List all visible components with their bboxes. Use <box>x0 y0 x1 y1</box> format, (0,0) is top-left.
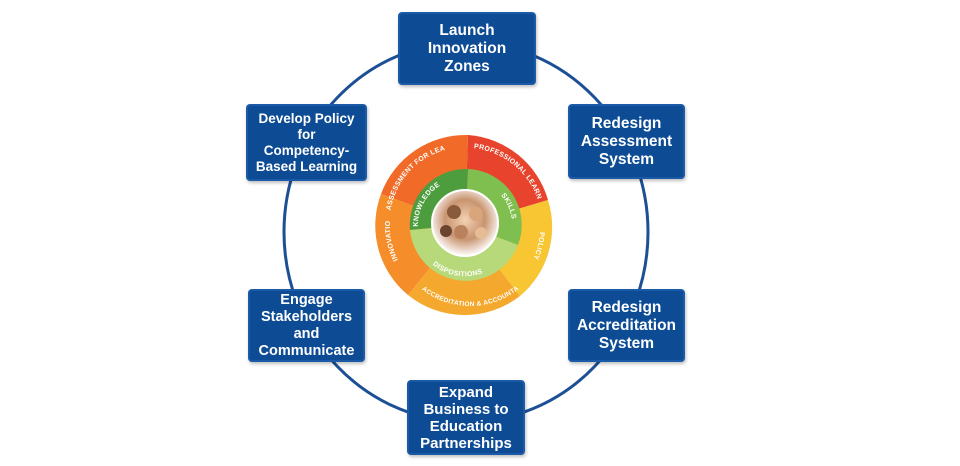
node-text-line: Launch <box>439 21 495 39</box>
node-launch-innovation-zones: Launch Innovation Zones <box>398 12 536 85</box>
node-text-line: Redesign <box>591 114 662 132</box>
node-text-line: Expand <box>438 383 494 401</box>
node-text-line: Assessment <box>580 132 673 150</box>
node-text-line: Redesign <box>591 298 662 316</box>
node-text-line: Competency- <box>263 142 350 158</box>
node-text-line: Accreditation <box>576 316 677 334</box>
node-text-line: System <box>598 150 655 168</box>
node-text-line: Zones <box>444 57 490 75</box>
node-text-line: System <box>598 334 655 352</box>
node-text-line: and <box>293 325 320 342</box>
node-text-line: for <box>297 126 316 142</box>
child-face-2 <box>469 207 483 221</box>
node-engage-stakeholders: Engage Stakeholders and Communicate <box>248 289 365 362</box>
node-develop-policy: Develop Policy for Competency- Based Lea… <box>246 104 367 181</box>
node-redesign-assessment-system: Redesign Assessment System <box>568 104 685 179</box>
node-expand-business-partnerships: Expand Business to Education Partnership… <box>407 380 525 455</box>
node-redesign-accreditation-system: Redesign Accreditation System <box>568 289 685 362</box>
node-text-line: Business to <box>423 400 509 418</box>
node-text-line: Stakeholders <box>260 308 353 325</box>
node-text-line: Partnerships <box>420 434 512 452</box>
node-text-line: Based Learning <box>255 158 358 174</box>
children-photo <box>431 189 499 257</box>
node-text-line: Communicate <box>258 342 355 359</box>
child-face-3 <box>454 225 468 239</box>
node-text-line: Education <box>429 417 503 435</box>
node-text-line: Innovation <box>427 39 507 57</box>
node-text-line: Engage <box>280 291 333 308</box>
child-face-5 <box>440 225 452 237</box>
child-face-1 <box>447 205 461 219</box>
framework-wheel: ASSESSMENT FOR LEARNING PROFESSIONAL LEA… <box>360 120 553 316</box>
node-text-line: Develop Policy <box>258 110 355 126</box>
child-face-4 <box>475 227 487 239</box>
